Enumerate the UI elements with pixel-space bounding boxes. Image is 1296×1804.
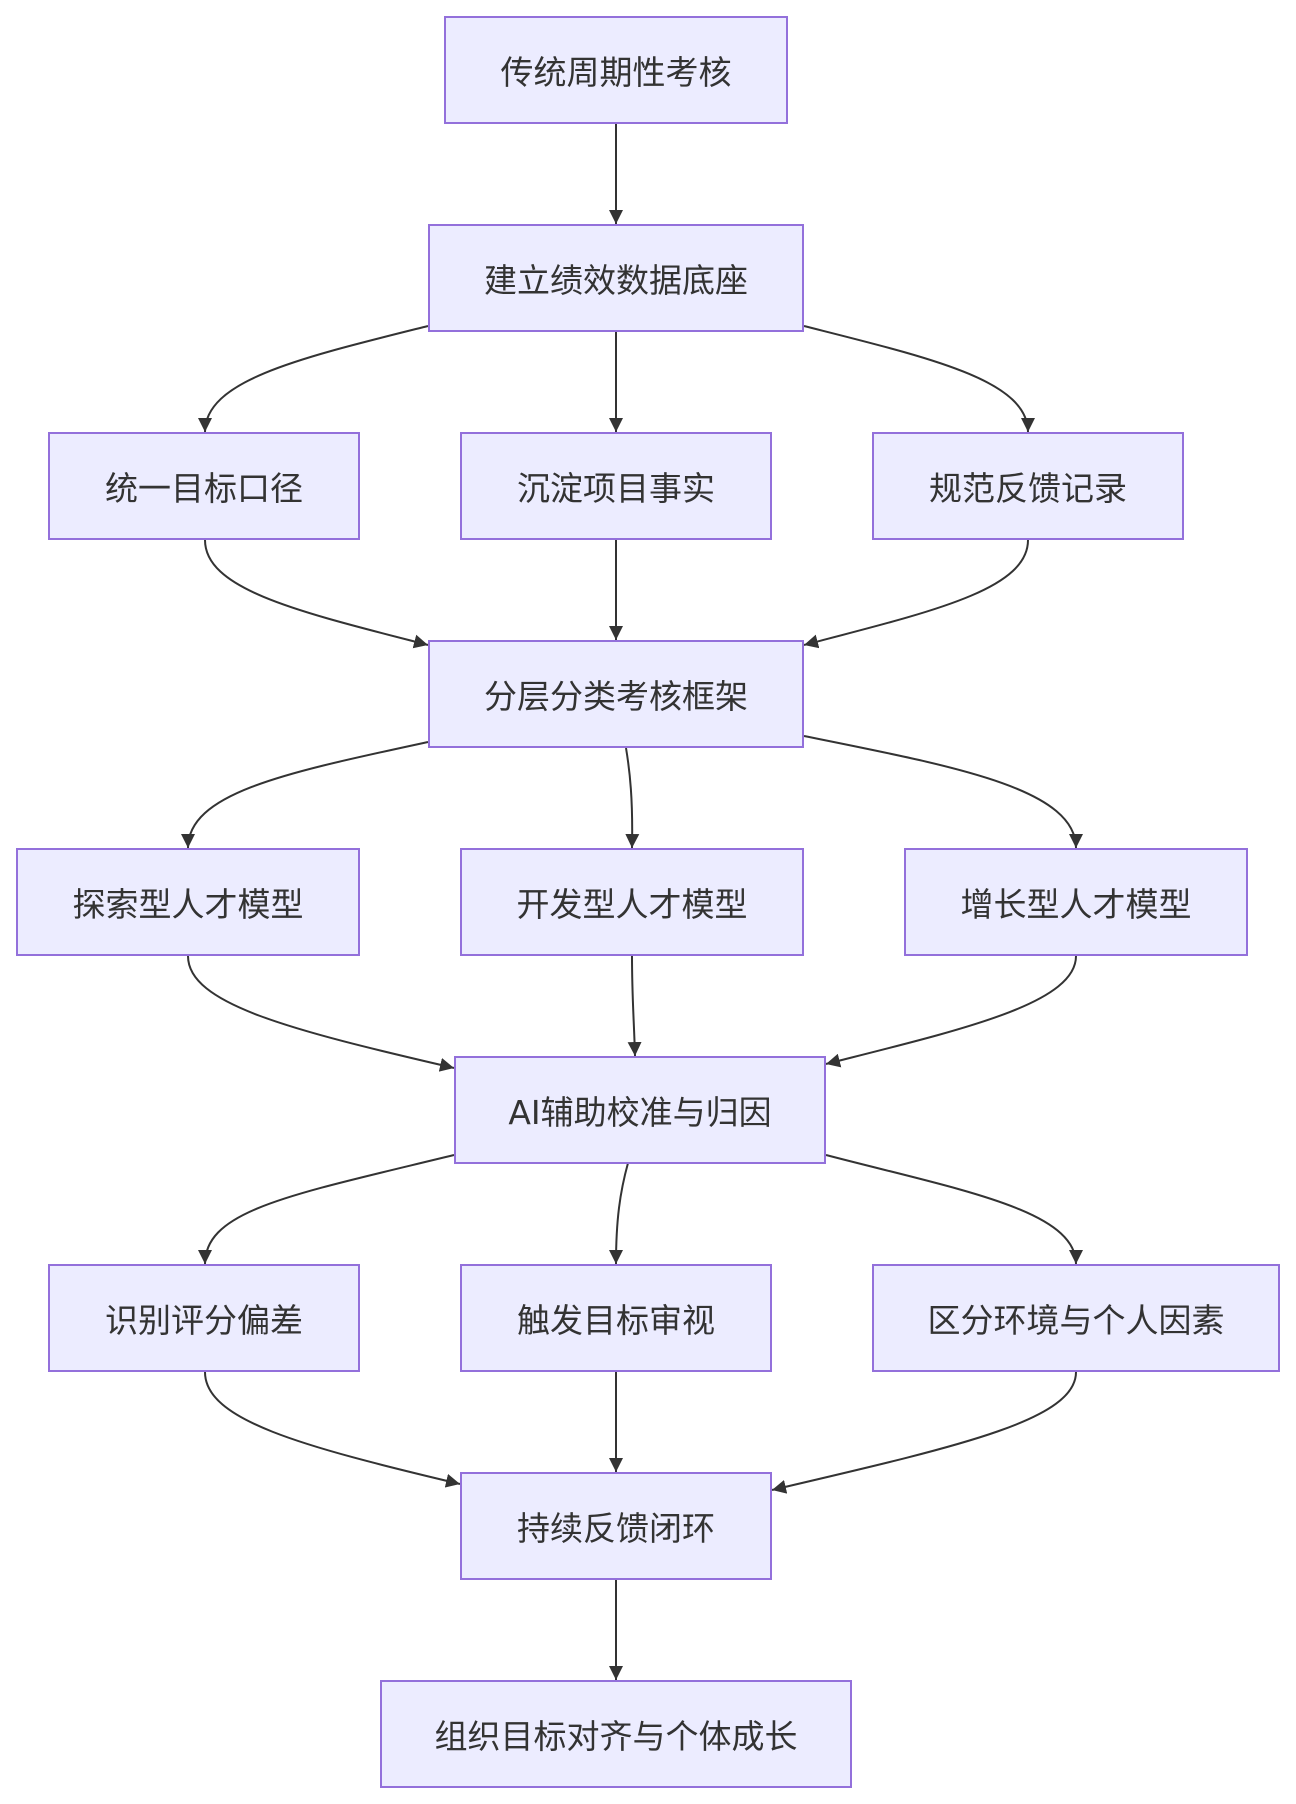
node-periodic-review: 传统周期性考核 xyxy=(444,16,788,124)
edge-n2-n3c xyxy=(803,325,1035,433)
node-developer-model: 开发型人才模型 xyxy=(460,848,804,956)
node-label: 建立绩效数据底座 xyxy=(484,261,748,300)
node-label: 规范反馈记录 xyxy=(929,469,1127,508)
edge-n6-n7c xyxy=(825,1154,1083,1265)
node-growth-model: 增长型人才模型 xyxy=(904,848,1248,956)
node-label: 识别评分偏差 xyxy=(105,1301,303,1340)
edge-n7c-n8 xyxy=(771,1371,1077,1494)
edge-n4-n5b xyxy=(625,747,640,849)
edge-n6-n7a xyxy=(198,1154,455,1265)
node-label: 开发型人才模型 xyxy=(516,885,748,924)
edge-n5c-n6 xyxy=(825,955,1077,1068)
node-alignment-growth: 组织目标对齐与个体成长 xyxy=(380,1680,852,1788)
node-label: AI辅助校准与归因 xyxy=(508,1093,772,1132)
edge-n4-n5c xyxy=(803,735,1083,849)
node-label: 分层分类考核框架 xyxy=(484,677,748,716)
edge-n5b-n6 xyxy=(627,955,642,1057)
node-env-vs-personal: 区分环境与个人因素 xyxy=(872,1264,1280,1372)
edge-n4-n5a xyxy=(181,741,429,849)
node-detect-bias: 识别评分偏差 xyxy=(48,1264,360,1372)
node-label: 组织目标对齐与个体成长 xyxy=(434,1717,798,1756)
edge-n2-n3a xyxy=(198,325,429,433)
node-data-foundation: 建立绩效数据底座 xyxy=(428,224,804,332)
node-feedback-records: 规范反馈记录 xyxy=(872,432,1184,540)
node-label: 增长型人才模型 xyxy=(960,885,1192,924)
node-label: 探索型人才模型 xyxy=(72,885,304,924)
node-explorer-model: 探索型人才模型 xyxy=(16,848,360,956)
node-label: 统一目标口径 xyxy=(105,469,303,508)
edge-n3c-n4 xyxy=(803,539,1029,649)
edge-n7a-n8 xyxy=(204,1371,461,1488)
edge-n3a-n4 xyxy=(204,539,429,649)
node-label: 触发目标审视 xyxy=(517,1301,715,1340)
node-ai-calibration: AI辅助校准与归因 xyxy=(454,1056,826,1164)
node-label: 沉淀项目事实 xyxy=(517,469,715,508)
node-unify-goals: 统一目标口径 xyxy=(48,432,360,540)
node-feedback-loop: 持续反馈闭环 xyxy=(460,1472,772,1580)
node-project-facts: 沉淀项目事实 xyxy=(460,432,772,540)
node-trigger-goal-review: 触发目标审视 xyxy=(460,1264,772,1372)
node-label: 区分环境与个人因素 xyxy=(927,1301,1225,1340)
node-label: 传统周期性考核 xyxy=(500,53,732,92)
edge-n5a-n6 xyxy=(187,955,455,1072)
node-assessment-framework: 分层分类考核框架 xyxy=(428,640,804,748)
edge-n6-n7b xyxy=(609,1162,629,1265)
node-label: 持续反馈闭环 xyxy=(517,1509,715,1548)
